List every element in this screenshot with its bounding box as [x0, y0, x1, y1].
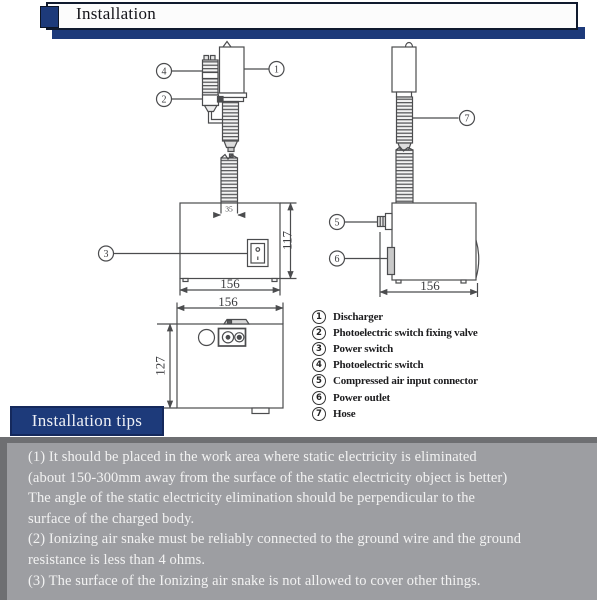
legend-item-fixing-valve: 2 Photoelectric switch fixing valve	[312, 325, 478, 341]
legend-label-2: Photoelectric switch fixing valve	[333, 327, 478, 340]
legend-num-4: 4	[312, 358, 326, 373]
dim-top-width: 156	[218, 294, 238, 309]
tips-header-title: Installation tips	[31, 411, 143, 430]
legend-label-1: Discharger	[333, 311, 383, 324]
front-view-drawing: 35 3 117 156	[97, 153, 297, 296]
dim-side-width: 156	[420, 278, 440, 293]
header-box	[46, 2, 578, 30]
legend-num-2: 2	[312, 326, 326, 341]
hose-view-drawing: 7	[391, 41, 476, 161]
dim-front-width: 156	[220, 276, 240, 291]
legend-num-3: 3	[312, 342, 326, 357]
tips-line: resistance is less than 4 ohms.	[28, 551, 206, 568]
legend-item-discharger: 1 Discharger	[312, 309, 478, 325]
legend-label-7: Hose	[333, 407, 356, 420]
callout-3: 3	[104, 249, 109, 260]
dim-top-depth: 127	[153, 356, 168, 376]
header-shadow-bar	[52, 27, 585, 39]
legend-item-photoelectric-switch: 4 Photoelectric switch	[312, 357, 478, 373]
legend-num-7: 7	[312, 406, 326, 421]
side-view-drawing: 5 6 156	[328, 146, 480, 297]
legend-item-air-connector: 5 Compressed air input connector	[312, 373, 478, 389]
legend-label-3: Power switch	[333, 343, 394, 356]
callout-1: 1	[274, 65, 279, 76]
legend-item-hose: 7 Hose	[312, 406, 478, 422]
tips-line: (3) The surface of the Ionizing air snak…	[28, 572, 481, 589]
callout-2: 2	[162, 95, 167, 106]
tips-line: (1) It should be placed in the work area…	[28, 449, 477, 465]
callout-6: 6	[335, 254, 340, 265]
callout-5: 5	[335, 218, 340, 229]
legend-item-power-outlet: 6 Power outlet	[312, 389, 478, 405]
legend-label-5: Compressed air input connector	[333, 375, 478, 388]
parts-legend: 1 Discharger 2 Photoelectric switch fixi…	[312, 309, 478, 422]
page-title: Installation	[76, 4, 157, 23]
tips-line: (about 150-300mm away from the surface o…	[28, 469, 508, 486]
exploded-view-drawing: 1 4 2	[155, 40, 285, 159]
callout-4: 4	[162, 67, 167, 78]
legend-num-1: 1	[312, 310, 326, 325]
header-accent-square	[40, 6, 59, 28]
legend-num-5: 5	[312, 374, 326, 389]
tips-line: The angle of the static electricity elim…	[28, 490, 476, 507]
tips-panel	[0, 437, 597, 600]
dim-front-height: 117	[280, 230, 295, 250]
legend-num-6: 6	[312, 390, 326, 405]
legend-label-6: Power outlet	[333, 391, 390, 404]
tips-header: Installation tips	[10, 406, 164, 436]
legend-label-4: Photoelectric switch	[333, 359, 424, 372]
top-view-drawing: 156 127	[153, 294, 284, 415]
callout-7: 7	[465, 114, 470, 125]
tips-line: (2) Ionizing air snake must be reliably …	[28, 531, 522, 548]
legend-item-power-switch: 3 Power switch	[312, 341, 478, 357]
tips-line: surface of the charged body.	[28, 510, 195, 527]
tips-text: (1) It should be placed in the work area…	[28, 447, 521, 591]
dim-hose-width: 35	[225, 205, 233, 214]
